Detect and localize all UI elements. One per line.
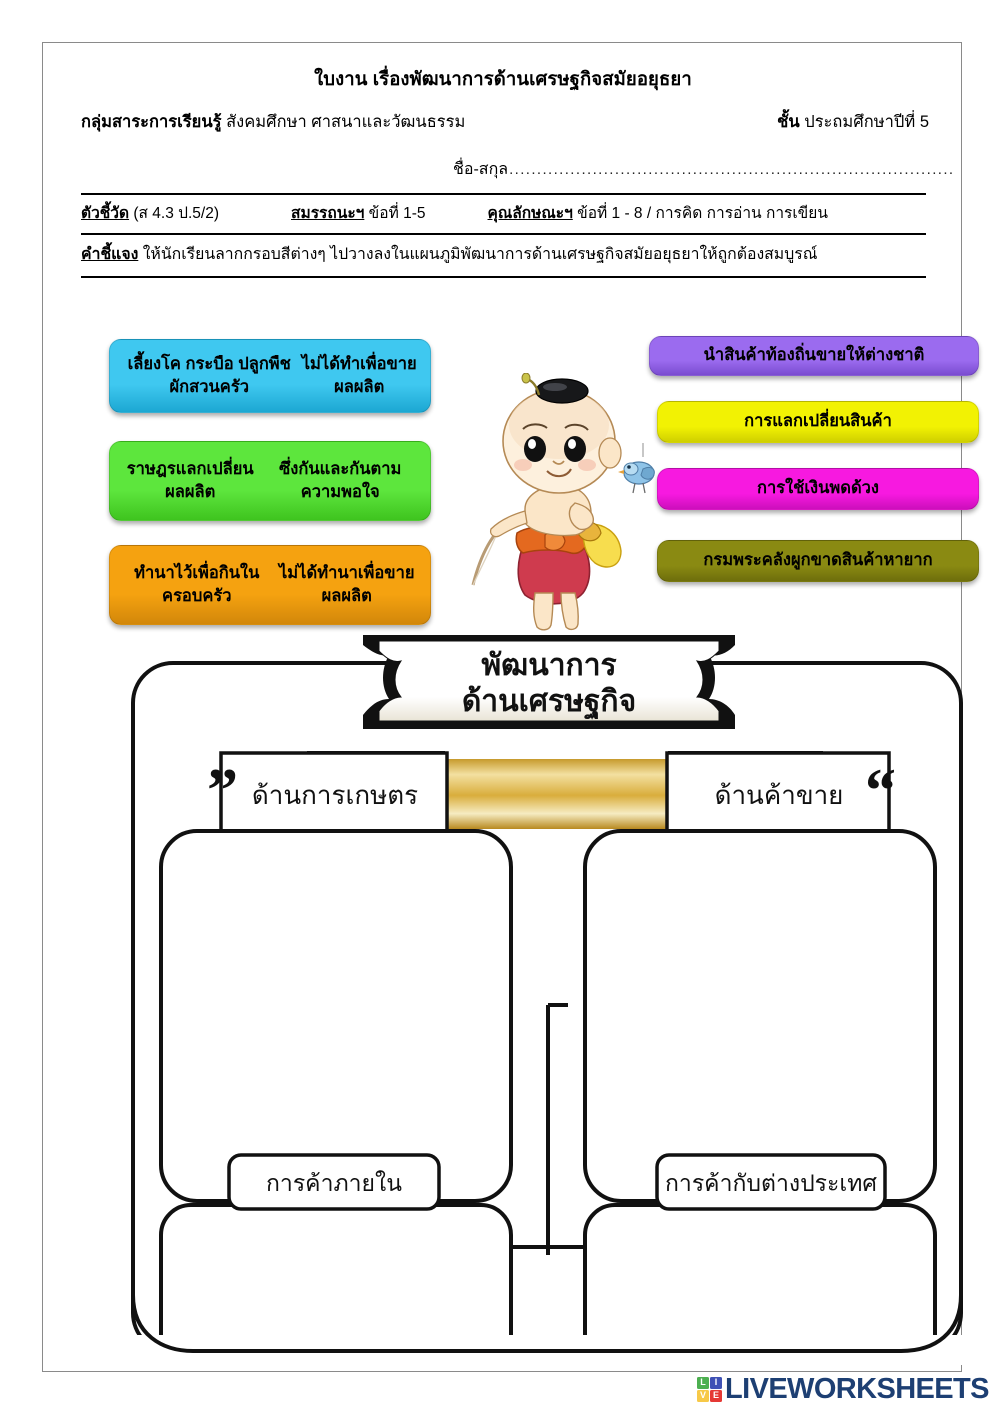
chip-line: ทำนาไว้เพื่อกินในครอบครัว (134, 563, 260, 605)
branch-right-box (665, 751, 891, 833)
indicator-label: ตัวชี้วัด (81, 205, 130, 222)
chip-agri-livestock[interactable]: เลี้ยงโค กระบือ ปลูกพืชผักสวนครัวไม่ได้ท… (109, 339, 431, 413)
chip-line: ซึ่งกันและกันตามความพอใจ (279, 459, 402, 501)
chip-line: กรมพระคลังผูกขาดสินค้าหายาก (703, 551, 933, 570)
subject-value: สังคมศึกษา ศาสนาและวัฒนธรรม (226, 113, 466, 131)
divider-middle (81, 233, 926, 235)
student-name-row: ชื่อ-สกุล ..............................… (453, 157, 953, 182)
attribute-label: คุณลักษณะฯ (487, 205, 573, 222)
instruction-label: คำชี้แจง (81, 246, 139, 263)
indicator-value: (ส 4.3 ป.5/2) (133, 205, 220, 222)
chip-line: เลี้ยงโค กระบือ ปลูกพืชผักสวนครัว (127, 354, 291, 396)
logo-tile-v: V (697, 1389, 709, 1402)
attribute-value: ข้อที่ 1 - 8 / การคิด การอ่าน การเขียน (577, 205, 828, 222)
sub-left-label: การค้าภายใน (266, 1170, 402, 1196)
thai-child-illustration (471, 373, 655, 631)
page-title: ใบงาน เรื่องพัฒนาการด้านเศรษฐกิจสมัยอยุธ… (314, 68, 692, 89)
chip-line: การใช้เงินพดด้วง (757, 479, 879, 498)
subject-label: กลุ่มสาระการเรียนรู้ (81, 113, 222, 131)
chip-royal-monopoly[interactable]: กรมพระคลังผูกขาดสินค้าหายาก (657, 540, 979, 582)
competency-value: ข้อที่ 1-5 (368, 205, 426, 222)
grade-label: ชั้น (777, 113, 800, 131)
competency-label: สมรรถนะฯ (291, 205, 365, 222)
chip-line: การแลกเปลี่ยนสินค้า (744, 412, 892, 431)
liveworksheets-wordmark: LIVEWORKSHEETS (725, 1372, 990, 1405)
divider-bottom (81, 276, 926, 278)
instruction-line: คำชี้แจง ให้นักเรียนลากกรอบสีต่างๆ ไปวาง… (81, 241, 941, 266)
branch-left-label: ด้านการเกษตร (252, 780, 418, 810)
chip-pod-duang-money[interactable]: การใช้เงินพดด้วง (657, 468, 979, 510)
sub-left-box (227, 1153, 441, 1211)
chip-line: นำสินค้าท้องถิ่นขายให้ต่างชาติ (703, 346, 925, 365)
sub-right-box (655, 1153, 887, 1211)
indicator-strip: ตัวชี้วัด (ส 4.3 ป.5/2) สมรรถนะฯ ข้อที่ … (81, 200, 929, 225)
chip-line: ไม่ได้ทำเพื่อขายผลผลิต (301, 354, 417, 396)
logo-tile-e: E (710, 1389, 722, 1402)
sub-right-label: การค้ากับต่างประเทศ (665, 1170, 877, 1196)
logo-tile-i: I (710, 1376, 722, 1389)
answer-box-agri-top (159, 829, 513, 1203)
worksheet-page: ใบงาน เรื่องพัฒนาการด้านเศรษฐกิจสมัยอยุธ… (42, 42, 979, 1372)
student-name-blank[interactable]: ........................................… (509, 161, 953, 178)
instruction-text: ให้นักเรียนลากกรอบสีต่างๆ ไปวางลงในแผนภู… (142, 246, 818, 263)
banner-line-2: ด้านเศรษฐกิจ (462, 685, 636, 721)
subject-line: กลุ่มสาระการเรียนรู้ สังคมศึกษา ศาสนาและ… (81, 109, 465, 135)
divider-top (81, 193, 926, 195)
grade-value: ประถมศึกษาปีที่ 5 (804, 113, 929, 131)
gold-divider-bar (445, 759, 667, 829)
chip-line: ไม่ได้ทำนาเพื่อขายผลผลิต (279, 563, 415, 605)
branch-left-box (219, 751, 449, 833)
logo-tile-l: L (697, 1376, 709, 1389)
answer-box-trade-top (583, 829, 937, 1203)
quote-open-icon: ” (207, 757, 238, 825)
banner-line-1: พัฒนาการ (481, 649, 616, 682)
economy-mindmap-diagram: ” “ พัฒนาการ ด้านเศรษฐกิจ ด้านการเกษตร ด… (123, 635, 973, 1365)
quote-close-icon: “ (865, 757, 896, 825)
chip-export-local[interactable]: นำสินค้าท้องถิ่นขายให้ต่างชาติ (649, 336, 979, 376)
chip-rice-family[interactable]: ทำนาไว้เพื่อกินในครอบครัว ไม่ได้ทำนาเพื่อ… (109, 545, 431, 625)
chip-line: ราษฎรแลกเปลี่ยนผลผลิต (126, 459, 254, 501)
grade-line: ชั้น ประถมศึกษาปีที่ 5 (777, 109, 929, 135)
chip-barter-people[interactable]: ราษฎรแลกเปลี่ยนผลผลิต ซึ่งกันและกันตามควา… (109, 441, 431, 521)
student-name-label: ชื่อ-สกุล (453, 161, 509, 178)
chip-barter-goods[interactable]: การแลกเปลี่ยนสินค้า (657, 401, 979, 443)
branch-right-label: ด้านค้าขาย (715, 780, 844, 810)
